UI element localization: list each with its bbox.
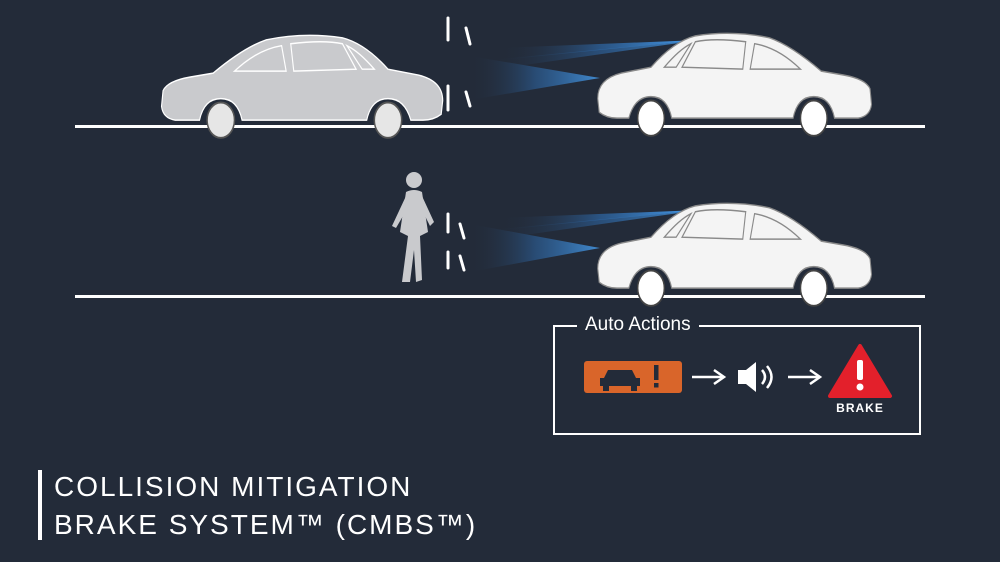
impact-marks-top — [446, 16, 472, 112]
speaker-icon — [738, 362, 773, 392]
sensor-beam-bottom — [470, 210, 700, 272]
arrow-right-icon — [692, 368, 727, 386]
own-car-bottom — [596, 202, 873, 307]
road-line-bottom — [75, 295, 925, 298]
title-accent-bar — [38, 470, 42, 540]
own-car-top — [596, 32, 873, 137]
impact-marks-bottom — [446, 212, 466, 272]
arrow-right-icon — [788, 368, 823, 386]
brake-warning-icon — [828, 344, 892, 398]
sensor-beam-top — [470, 40, 700, 100]
auto-actions-title: Auto Actions — [577, 314, 699, 336]
page-title-line-2: BRAKE SYSTEM™ (CMBS™) — [54, 509, 478, 540]
brake-label: BRAKE — [836, 401, 884, 415]
auto-actions-panel — [553, 325, 921, 435]
road-line-top — [75, 125, 925, 128]
page-title-line-1: COLLISION MITIGATION — [54, 471, 413, 502]
lead-car — [160, 34, 444, 139]
pedestrian-figure — [392, 172, 434, 282]
